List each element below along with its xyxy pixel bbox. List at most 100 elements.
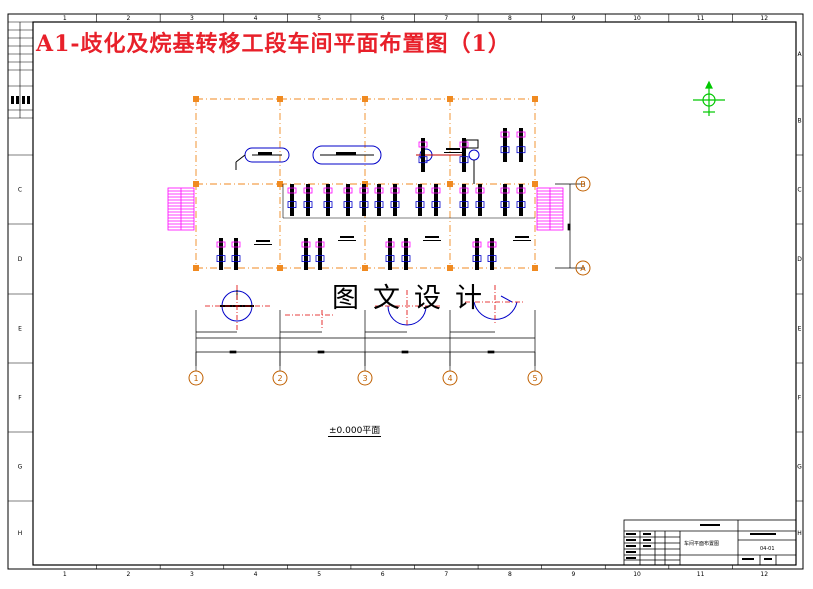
axis-bubble-label: B (580, 180, 586, 189)
axis-bubble (575, 260, 591, 276)
row-letter-right: D (797, 256, 802, 263)
axis-bubble (357, 370, 373, 386)
structural-column (447, 265, 453, 271)
pump-unit (216, 238, 226, 270)
equipment-label-mark (338, 240, 356, 241)
pump-unit (431, 184, 441, 216)
equipment-groups (216, 128, 535, 270)
pump-unit (390, 184, 400, 216)
pump-unit (343, 184, 353, 216)
column-number-bottom: 5 (317, 571, 321, 578)
pump-unit (459, 184, 469, 216)
pump-unit (374, 184, 384, 216)
axis-bubble-label: 4 (447, 374, 452, 383)
stair-icon (167, 187, 195, 231)
structural-column (362, 96, 368, 102)
axis-bubble-label: 3 (362, 374, 367, 383)
column-number-bottom: 1 (63, 571, 67, 578)
column-number-bottom: 6 (381, 571, 385, 578)
title-block-name: 车间平面布置图 (684, 541, 720, 547)
equipment-label-mark (340, 236, 354, 238)
center-lines (205, 285, 525, 330)
binding-marks (11, 96, 30, 104)
pump-unit (500, 184, 510, 216)
column-number-bottom: 4 (254, 571, 258, 578)
north-arrow-icon (693, 80, 725, 116)
pump-unit (459, 138, 469, 172)
equipment-label-mark (254, 244, 272, 245)
row-ticks (796, 85, 803, 502)
row-letter-left: D (18, 256, 23, 263)
structural-column (532, 265, 538, 271)
column-number-top: 5 (317, 15, 321, 22)
row-letter-left: E (18, 326, 22, 333)
column-number-bottom: 2 (126, 571, 130, 578)
row-letter-left: C (18, 187, 22, 194)
pump-unit (385, 238, 395, 270)
column-number-top: 4 (254, 15, 258, 22)
equipment-label-mark (423, 240, 441, 241)
structural-column (532, 181, 538, 187)
structural-column (193, 265, 199, 271)
structural-column (193, 181, 199, 187)
stair-icon (536, 187, 564, 231)
pump-unit (472, 238, 482, 270)
horizontal-tank-2 (312, 145, 382, 165)
column-number-bottom: 8 (508, 571, 512, 578)
column-number-bottom: 7 (444, 571, 448, 578)
row-letter-right: A (797, 51, 802, 58)
row-letter-right: G (797, 464, 802, 471)
pump-unit (301, 238, 311, 270)
pump-unit (500, 128, 510, 162)
column-number-top: 1 (63, 15, 67, 22)
column-number-top: 3 (190, 15, 194, 22)
row-letter-right: C (797, 187, 801, 194)
row-letter-right: E (798, 326, 802, 333)
watermark-text: 图文设计 (332, 283, 496, 314)
pump-unit (323, 184, 333, 216)
horizontal-tank-1 (235, 147, 290, 170)
column-number-top: 6 (381, 15, 385, 22)
row-letter-right: H (797, 530, 802, 537)
equipment-label-mark (444, 152, 462, 153)
pump-unit (516, 184, 526, 216)
binding-strip (8, 21, 33, 502)
building-columns (193, 96, 538, 271)
structural-column (277, 181, 283, 187)
pump-unit (418, 138, 428, 172)
structural-column (277, 265, 283, 271)
drawing-title: A1-歧化及烷基转移工段车间平面布置图（1） (36, 31, 511, 57)
pump-unit (287, 184, 297, 216)
row-letter-right: F (798, 395, 802, 402)
row-letter-left: H (18, 530, 23, 537)
column-number-bottom: 9 (572, 571, 576, 578)
column-number-top: 9 (572, 15, 576, 22)
title-block (623, 519, 797, 566)
column-number-top: 12 (760, 15, 768, 22)
pump-unit (231, 238, 241, 270)
title-block-code: 04-01 (760, 546, 775, 552)
equipment-label-mark (515, 236, 529, 238)
axis-bubble (575, 176, 591, 192)
title-block-marks (626, 524, 776, 560)
equipment-label-mark (513, 240, 531, 241)
structural-column (277, 96, 283, 102)
plan-caption: ±0.000平面 (328, 423, 382, 437)
pump-unit (487, 238, 497, 270)
pump-unit (516, 128, 526, 162)
structural-column (362, 265, 368, 271)
axis-bubble-label: 5 (532, 374, 537, 383)
row-letter-right: B (797, 118, 801, 125)
pump-unit (401, 238, 411, 270)
equipment-label-mark (256, 240, 270, 242)
column-number-top: 7 (444, 15, 448, 22)
equipment-label-mark (425, 236, 439, 238)
structural-column (447, 96, 453, 102)
column-number-top: 10 (633, 15, 641, 22)
outer-frame (7, 13, 804, 570)
pump-unit (359, 184, 369, 216)
dimension-lines (195, 183, 585, 366)
structural-column (447, 181, 453, 187)
